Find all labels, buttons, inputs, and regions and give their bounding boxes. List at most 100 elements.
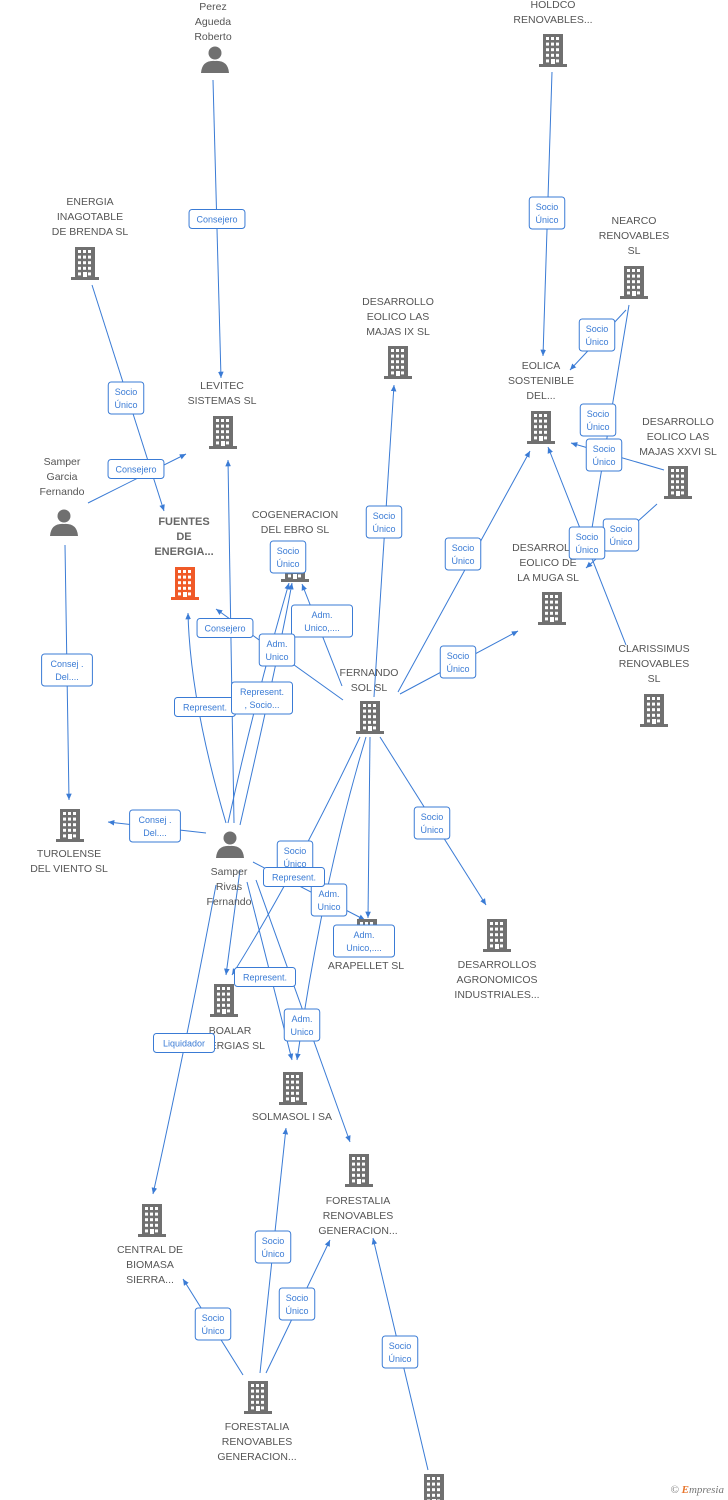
- relation-label-text: Único: [575, 545, 598, 555]
- node-label: Perez: [199, 1, 226, 13]
- edge-samperr-to-cogen: [239, 582, 294, 826]
- relation-label-text: Consejero: [204, 624, 245, 634]
- relation-label-text: Del....: [143, 828, 167, 838]
- relation-label-text: Socio: [284, 846, 307, 856]
- building-icon: [664, 466, 692, 499]
- node-bottom[interactable]: [420, 1474, 448, 1500]
- node-forest1[interactable]: FORESTALIARENOVABLESGENERACION...: [318, 1154, 398, 1237]
- edge-fsol-to-majas9: [373, 384, 397, 698]
- relation-label-text: Único: [285, 1306, 308, 1316]
- node-nearco[interactable]: NEARCO RENOVABLES SL: [599, 215, 669, 299]
- relation-label-text: Único: [592, 457, 615, 467]
- node-label: NEARCO: [612, 215, 657, 227]
- relation-label[interactable]: Consej .Del....: [41, 653, 93, 687]
- node-label: Samper: [44, 456, 81, 468]
- edge-labels-layer: ConsejeroSocioÚnicoSocioÚnicoConsejeroCo…: [41, 196, 640, 1369]
- node-label: Fernando: [40, 486, 85, 498]
- building-icon: [527, 411, 555, 444]
- relation-label-text: Socio: [452, 543, 475, 553]
- relation-label[interactable]: Adm.Unico: [310, 883, 348, 917]
- relation-label[interactable]: Adm.Unico,....: [333, 924, 395, 958]
- relation-label-text: Único: [261, 1249, 284, 1259]
- node-holdco[interactable]: HOLDCORENOVABLES...: [513, 0, 593, 67]
- node-label: DESARROLLOS: [458, 959, 537, 971]
- node-fuentes[interactable]: FUENTESDEENERGIA...: [154, 516, 214, 600]
- building-icon: [209, 416, 237, 449]
- node-label: COGENERACION: [252, 509, 338, 521]
- relation-label-text: Único: [535, 215, 558, 225]
- relation-label[interactable]: Adm.Unico: [283, 1008, 321, 1042]
- node-label: RENOVABLES: [599, 230, 669, 242]
- relation-label[interactable]: Represent., Socio...: [231, 681, 293, 715]
- relation-label-text: Del....: [55, 672, 79, 682]
- relation-label[interactable]: Represent.: [234, 967, 296, 987]
- relation-label[interactable]: Consejero: [188, 209, 246, 229]
- node-label: HOLDCO: [531, 0, 576, 11]
- building-icon: [138, 1204, 166, 1237]
- empresia-watermark[interactable]: © Empresia: [671, 1484, 725, 1496]
- node-forest2[interactable]: FORESTALIARENOVABLESGENERACION...: [217, 1381, 297, 1463]
- edge-fsol-to-arapellet: [365, 736, 371, 919]
- edge-samperr-to-fuentes: [185, 612, 227, 824]
- node-label: INAGOTABLE: [57, 211, 123, 223]
- node-eolica[interactable]: EOLICASOSTENIBLEDEL...: [508, 360, 574, 444]
- node-solmasol[interactable]: SOLMASOL I SA: [252, 1072, 332, 1123]
- node-label: SL: [628, 245, 641, 257]
- node-label: ENERGIA: [66, 196, 113, 208]
- node-label: FORESTALIA: [326, 1195, 391, 1207]
- edge-samperr-to-boalar: [224, 869, 241, 976]
- relation-label[interactable]: Consejero: [107, 459, 165, 479]
- node-label: SL: [648, 673, 661, 685]
- node-label: DESARROLLO: [512, 542, 584, 554]
- node-label: GENERACION...: [217, 1451, 296, 1463]
- building-icon: [356, 701, 384, 734]
- relation-label[interactable]: Adm.Unico,....: [291, 604, 353, 638]
- node-label: CLARISSIMUS: [618, 643, 689, 655]
- relation-label[interactable]: Consejero: [196, 618, 254, 638]
- node-label: DE BRENDA SL: [52, 226, 129, 238]
- node-brenda[interactable]: ENERGIA INAGOTABLE DE BRENDA SL: [52, 196, 129, 280]
- edge-fsol-to-eolica: [397, 450, 531, 693]
- relation-label-text: Único: [276, 559, 299, 569]
- relation-label[interactable]: Liquidador: [153, 1033, 215, 1053]
- relation-label[interactable]: Represent.: [263, 867, 325, 887]
- relation-label-text: Único: [372, 524, 395, 534]
- node-agron[interactable]: DESARROLLOSAGRONOMICOSINDUSTRIALES...: [454, 919, 540, 1001]
- node-label: Agueda: [195, 16, 231, 28]
- node-label: FUENTES: [158, 516, 209, 528]
- node-central[interactable]: CENTRAL DEBIOMASASIERRA...: [117, 1204, 183, 1286]
- node-label: SOL SL: [351, 682, 388, 694]
- relation-label-text: Unico: [317, 902, 340, 912]
- relation-label-text: , Socio...: [244, 700, 279, 710]
- relation-label[interactable]: Consej .Del....: [129, 809, 181, 843]
- relation-label-text: Socio: [576, 532, 599, 542]
- relation-label[interactable]: Represent.: [174, 697, 236, 717]
- relation-label[interactable]: Adm.Unico: [258, 633, 296, 667]
